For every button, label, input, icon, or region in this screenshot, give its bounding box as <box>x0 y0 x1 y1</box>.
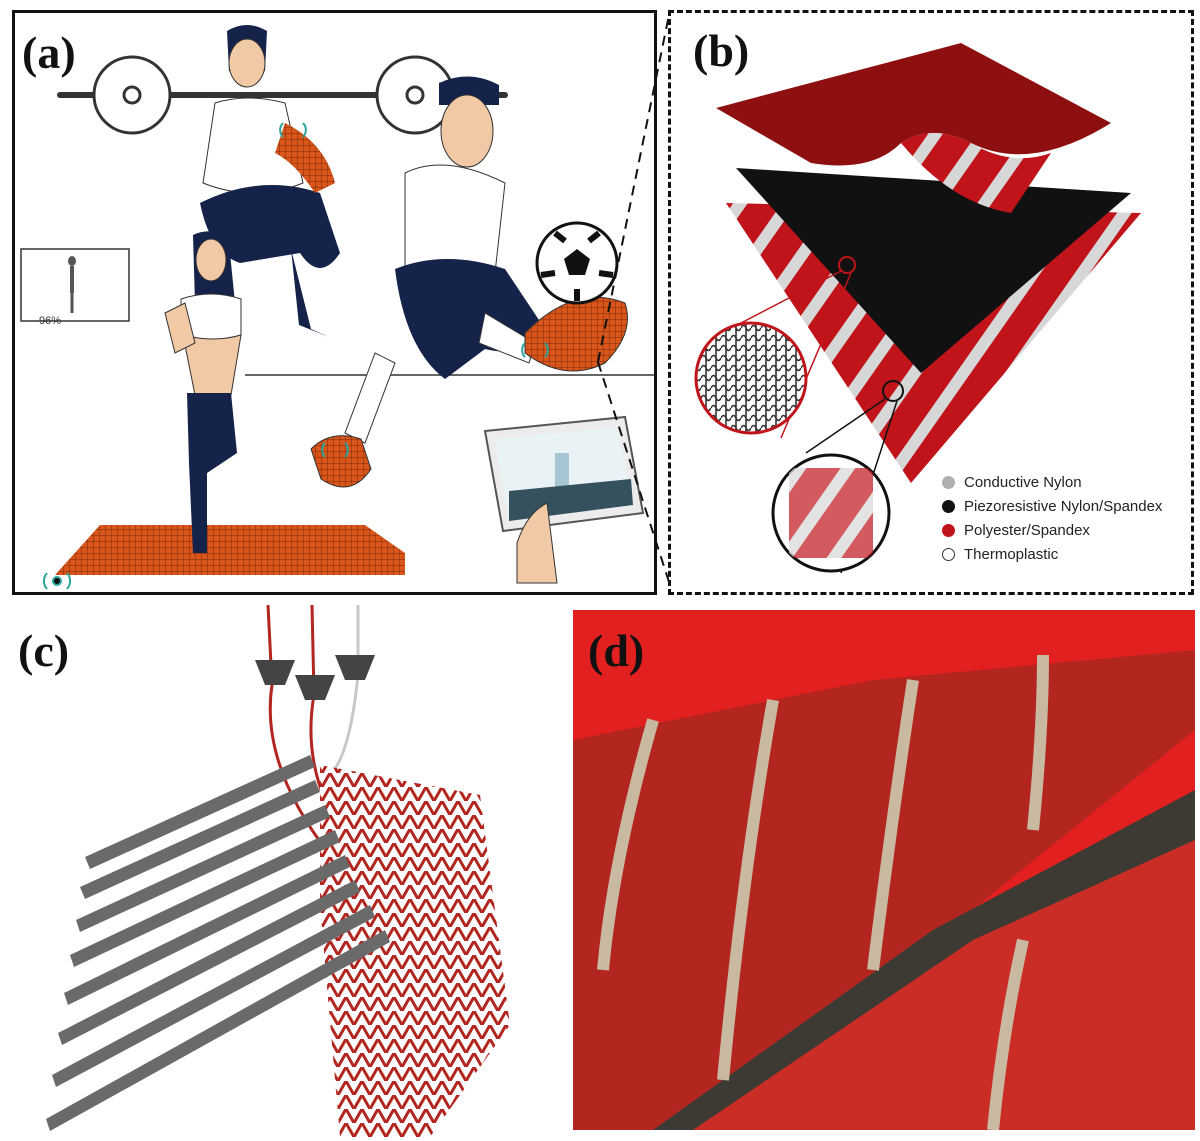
legend-text: Conductive Nylon <box>964 473 1082 491</box>
conductive-stripes <box>597 654 1049 1130</box>
zoom-inset-piezoresistive-knit <box>694 321 808 435</box>
fabric-photo <box>573 610 1195 1130</box>
legend-swatch-conductive-nylon <box>942 475 955 489</box>
monitor-percent-readout: 96% <box>39 315 62 327</box>
wireless-signal-icon-shoe <box>279 122 549 458</box>
panel-label-a: (a) <box>22 27 76 78</box>
panel-a-illustration: 96% <box>12 10 657 595</box>
soccer-ball <box>535 221 619 305</box>
zoom-inset-conductive-knit <box>771 453 891 573</box>
legend-item: Conductive Nylon <box>942 470 1162 494</box>
knitted-fabric <box>320 765 510 1137</box>
panel-label-c: (c) <box>18 625 70 676</box>
legend-text: Polyester/Spandex <box>964 521 1090 539</box>
legend-swatch-piezoresistive <box>942 499 955 513</box>
legend-text: Piezoresistive Nylon/Spandex <box>964 497 1163 515</box>
top-layer-polyester-spandex <box>716 43 1111 166</box>
wireless-signal-icon <box>43 572 71 590</box>
material-legend: Conductive Nylon Piezoresistive Nylon/Sp… <box>942 470 1162 566</box>
legend-swatch-polyester-spandex <box>942 523 955 537</box>
legend-item: Thermoplastic <box>942 542 1162 566</box>
legend-item: Piezoresistive Nylon/Spandex <box>942 494 1162 518</box>
panel-label-b: (b) <box>693 25 750 76</box>
layer-stack-diagram <box>694 43 1141 574</box>
yarn-feeder <box>255 655 375 700</box>
middle-layer-piezoresistive <box>736 168 1131 373</box>
legend-text: Thermoplastic <box>964 545 1059 563</box>
panel-c-knitting-needles <box>10 605 570 1137</box>
needle-bed <box>46 755 390 1131</box>
legend-swatch-thermoplastic <box>942 547 955 561</box>
panel-d-fabric-photo <box>573 610 1195 1130</box>
panel-b-layer-structure <box>668 10 1194 595</box>
tablet-device <box>483 415 645 584</box>
athletes-illustration <box>20 25 654 590</box>
legend-item: Polyester/Spandex <box>942 518 1162 542</box>
woman-squatting <box>200 25 340 337</box>
woman-yoga-tree-pose <box>164 231 242 553</box>
knitting-machine-diagram <box>46 605 510 1137</box>
panel-label-d: (d) <box>588 625 645 676</box>
yoga-mat <box>55 525 405 575</box>
